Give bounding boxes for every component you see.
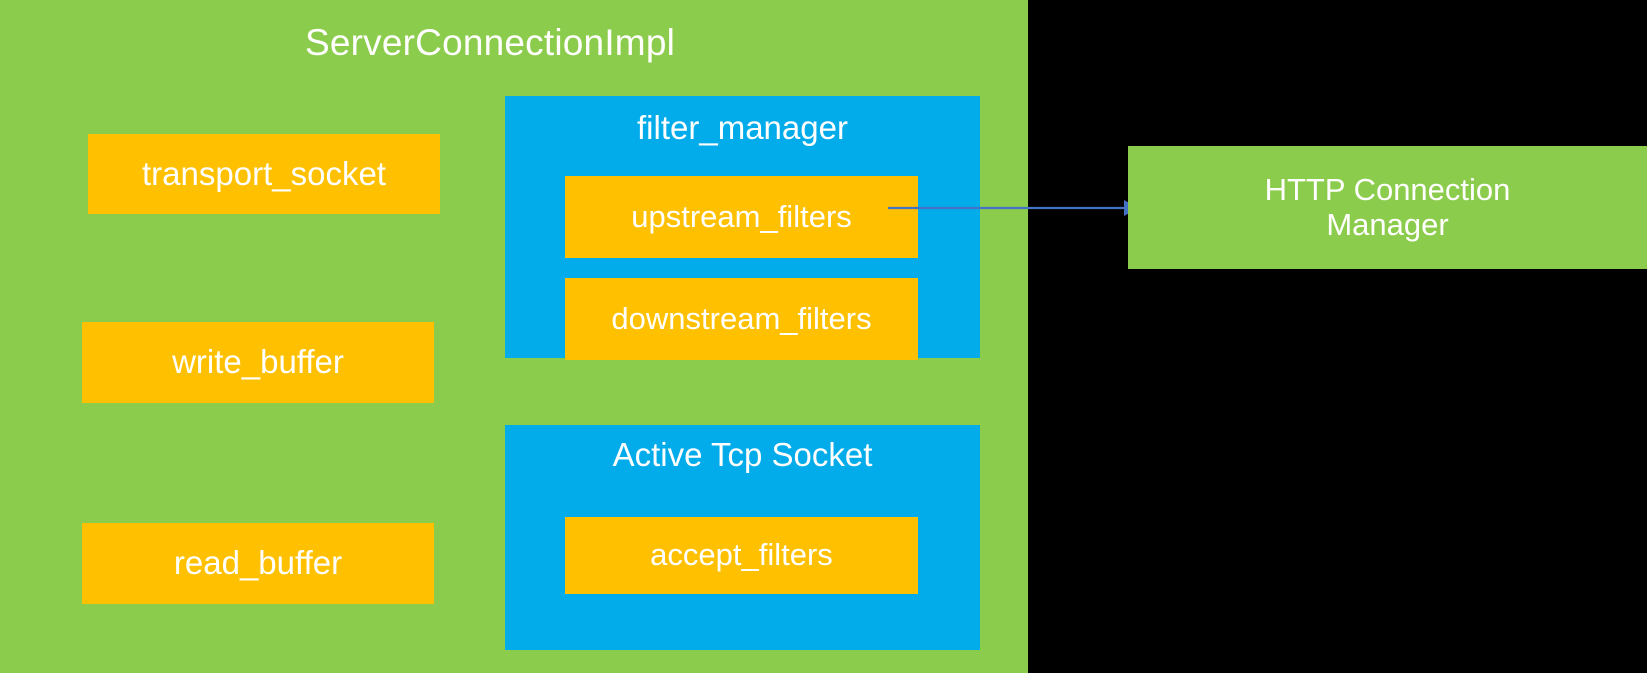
http-connection-manager-box: HTTP Connection Manager [1128, 146, 1647, 269]
downstream-filters-box: downstream_filters [565, 278, 918, 360]
filter-manager-title: filter_manager [637, 109, 848, 146]
active-tcp-socket-title: Active Tcp Socket [612, 436, 873, 473]
read-buffer-box: read_buffer [82, 523, 434, 604]
accept-filters-box: accept_filters [565, 517, 918, 594]
write-buffer-box: write_buffer [82, 322, 434, 403]
server-connection-impl-title: ServerConnectionImpl [304, 22, 676, 63]
transport-socket-box: transport_socket [88, 134, 440, 214]
upstream-filters-box: upstream_filters [565, 176, 918, 258]
